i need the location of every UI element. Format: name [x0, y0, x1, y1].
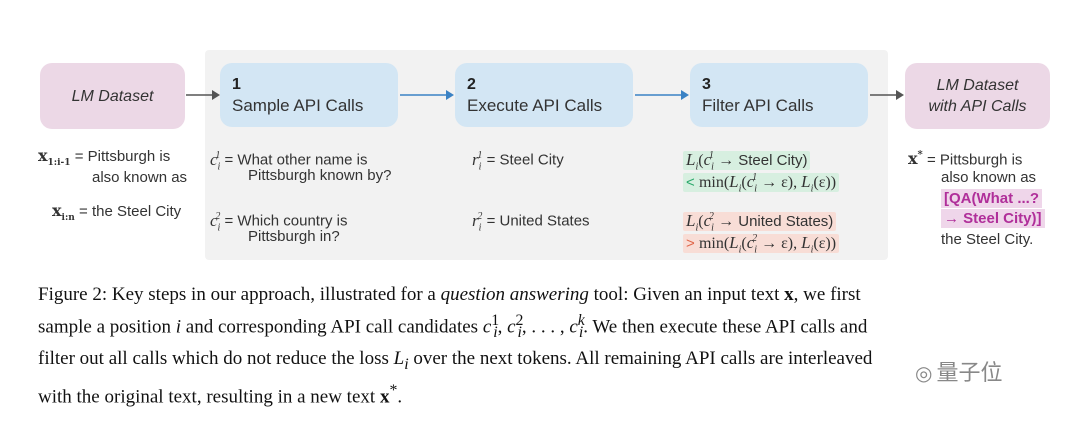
- wechat-icon: ◎: [915, 363, 933, 385]
- step1-title: Sample API Calls: [232, 96, 364, 115]
- output-line5: the Steel City.: [941, 231, 1034, 248]
- input-x-suffix: xi:n = the Steel City: [52, 201, 182, 224]
- filter-loss2-bottom: > min(Li(ci2 → ε), Li(ε)): [683, 229, 840, 260]
- candidate-c1-line2: Pittsburgh known by?: [248, 167, 392, 184]
- arrow-step2-to-step3: [635, 90, 689, 100]
- caption-line3: filter out all calls which do not reduce…: [38, 348, 873, 373]
- response-r2: ri2 = United States: [472, 210, 590, 234]
- lm-dataset-api-box: LM Dataset with API Calls: [905, 63, 1050, 129]
- filter-loss1-top: Li(ci1 → Steel City): [683, 146, 811, 177]
- output-line3: [QA(What ...?: [941, 189, 1042, 209]
- candidate-c2: ci2 = Which country is: [210, 210, 348, 234]
- step1-box: 1 Sample API Calls: [220, 63, 398, 127]
- candidate-c2-line1: = Which country is: [224, 212, 348, 230]
- arrow-dataset-to-step1: [186, 90, 220, 100]
- output-line1: = Pittsburgh is: [926, 151, 1023, 169]
- output-line2: also known as: [941, 169, 1037, 186]
- response-r2-text: = United States: [486, 212, 590, 230]
- figure-caption: Figure 2: Key steps in our approach, ill…: [38, 282, 1058, 410]
- output-line4: → Steel City)]: [941, 209, 1045, 229]
- response-r1-text: = Steel City: [486, 151, 564, 169]
- candidate-c2-line2: Pittsburgh in?: [248, 228, 340, 245]
- arrow-step1-to-step2: [400, 90, 454, 100]
- input-x-prefix-line1: = Pittsburgh is: [74, 148, 171, 165]
- input-x-prefix-line2: also known as: [92, 169, 188, 186]
- caption-line2: sample a position i and corresponding AP…: [38, 312, 868, 342]
- step3-title: Filter API Calls: [702, 96, 814, 115]
- arrow-step3-to-output: [870, 90, 904, 100]
- caption-line1: Figure 2: Key steps in our approach, ill…: [38, 284, 861, 305]
- response-r1: ri1 = Steel City: [472, 149, 564, 173]
- lm-dataset-box: LM Dataset: [40, 63, 185, 129]
- caption-line4: with the original text, resulting in a n…: [38, 381, 403, 408]
- watermark: ◎量子位: [915, 355, 1002, 387]
- step2-box: 2 Execute API Calls: [455, 63, 633, 127]
- step2-number: 2: [467, 76, 476, 93]
- step3-number: 3: [702, 76, 711, 93]
- filter-loss2-top: Li(ci2 → United States): [683, 207, 837, 238]
- filter-loss1-bottom: < min(Li(ci1 → ε), Li(ε)): [683, 168, 840, 199]
- lm-dataset-api-line2: with API Calls: [928, 98, 1027, 115]
- step2-title: Execute API Calls: [467, 96, 603, 115]
- candidate-c1-line1: = What other name is: [224, 151, 368, 169]
- step1-number: 1: [232, 76, 241, 93]
- output-x-star: x* = Pittsburgh is: [908, 149, 1023, 169]
- input-x-suffix-line1: = the Steel City: [79, 203, 182, 220]
- lm-dataset-label: LM Dataset: [71, 87, 154, 105]
- step3-box: 3 Filter API Calls: [690, 63, 868, 127]
- input-x-prefix: x1:i-1 = Pittsburgh is: [38, 146, 171, 169]
- candidate-c1: ci1 = What other name is: [210, 149, 368, 173]
- lm-dataset-api-line1: LM Dataset: [936, 77, 1019, 94]
- watermark-text: 量子位: [936, 360, 1003, 385]
